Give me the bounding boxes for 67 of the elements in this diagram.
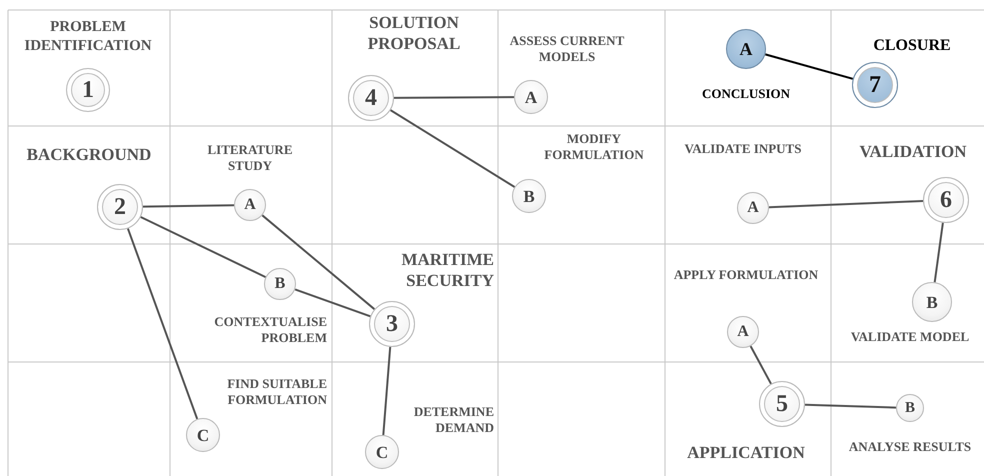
substep-circle — [896, 394, 924, 422]
step-number: 4 — [365, 86, 377, 110]
step-circle — [852, 62, 898, 108]
step-number: A — [737, 324, 749, 340]
step-circle — [348, 75, 394, 121]
step-number: B — [274, 276, 286, 292]
connector-line — [126, 228, 198, 420]
step-label: LITERATURE STUDY — [206, 142, 294, 174]
step-number: B — [926, 294, 938, 310]
connector-line — [765, 53, 854, 80]
step-number: 7 — [869, 73, 881, 97]
step-label: MARITIME SECURITY — [400, 249, 494, 292]
step-number: 3 — [386, 312, 398, 336]
step-number: B — [523, 188, 535, 204]
step-number: 5 — [776, 392, 788, 416]
connector-line — [382, 346, 392, 436]
connector-line — [140, 216, 266, 278]
step-circle — [923, 177, 969, 223]
step-number: 1 — [82, 78, 94, 102]
connector-line — [390, 109, 516, 188]
substep-circle — [186, 418, 220, 452]
step-number: A — [524, 88, 538, 106]
step-label: CONCLUSION — [700, 86, 792, 102]
step-label: PROBLEM IDENTIFICATION — [23, 18, 153, 56]
step-label: CONTEXTUALISE PROBLEM — [213, 314, 327, 346]
substep-circle — [514, 80, 548, 114]
substep-circle — [234, 189, 266, 221]
substep-circle — [365, 435, 399, 469]
step-label: VALIDATE MODEL — [850, 329, 970, 346]
step-label: VALIDATE INPUTS — [684, 141, 802, 158]
step-label: BACKGROUND — [26, 144, 152, 166]
connector-line — [804, 404, 896, 409]
step-label: CLOSURE — [872, 36, 952, 56]
substep-circle — [737, 192, 769, 224]
step-number: C — [376, 444, 388, 460]
step-label: APPLICATION — [686, 442, 806, 464]
connector-line — [142, 204, 234, 208]
substep-circle — [512, 179, 546, 213]
step-number: 2 — [114, 195, 126, 219]
step-circle — [369, 301, 415, 347]
substep-circle — [912, 282, 952, 322]
substep-circle — [726, 29, 766, 69]
step-circle — [759, 381, 805, 427]
step-label: ASSESS CURRENT MODELS — [508, 33, 626, 66]
step-label: VALIDATION — [858, 141, 968, 162]
connector-line — [262, 214, 376, 310]
step-label: MODIFY FORMULATION — [543, 131, 645, 164]
step-label: FIND SUITABLE FORMULATION — [226, 376, 327, 408]
step-number: A — [244, 197, 256, 213]
substep-circle — [727, 316, 759, 348]
step-number: A — [747, 200, 759, 216]
connector-line — [294, 288, 371, 318]
step-circle — [66, 68, 110, 112]
step-number: A — [740, 40, 752, 58]
step-label: ANALYSE RESULTS — [848, 439, 972, 456]
step-circle — [97, 184, 143, 230]
step-label: APPLY FORMULATION — [672, 267, 820, 284]
connector-line — [768, 200, 924, 208]
connector-line — [394, 96, 514, 99]
step-label: DETERMINE DEMAND — [412, 404, 494, 436]
step-number: B — [904, 400, 915, 416]
connector-line — [934, 222, 944, 282]
substep-circle — [264, 268, 296, 300]
step-label: SOLUTION PROPOSAL — [366, 12, 462, 54]
connector-line — [750, 346, 772, 384]
step-number: C — [196, 426, 210, 444]
step-number: 6 — [940, 188, 952, 212]
